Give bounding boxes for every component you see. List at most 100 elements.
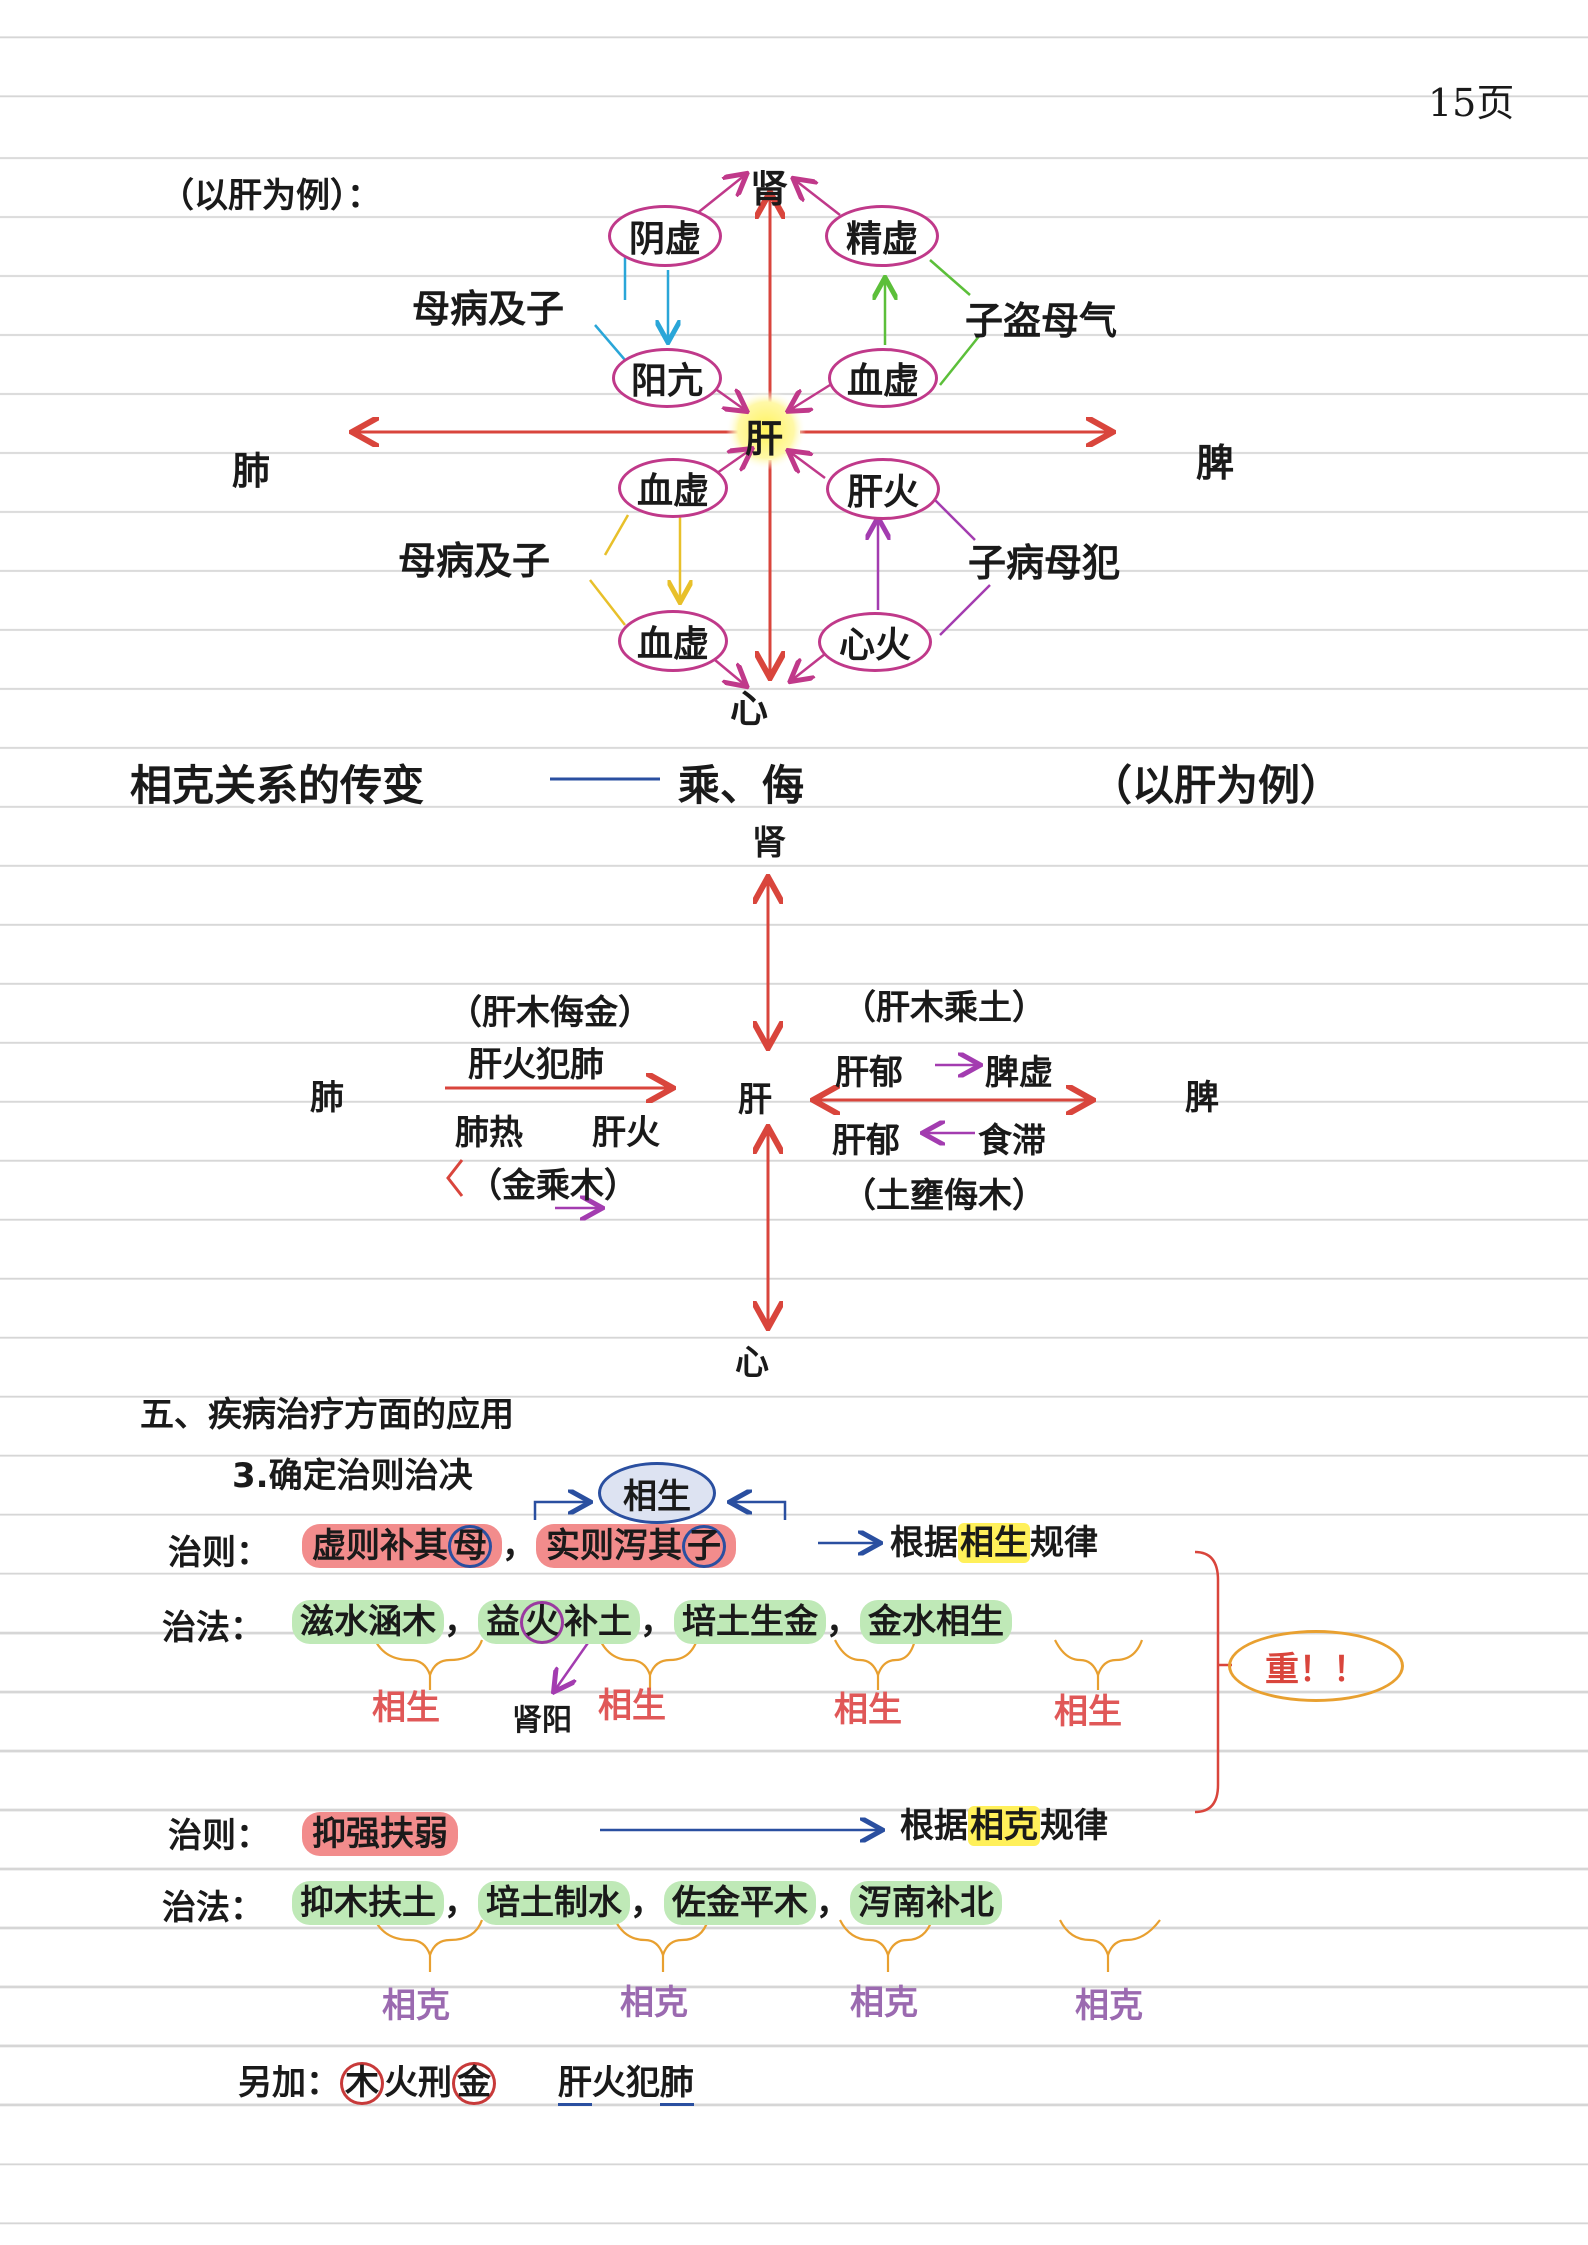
node-lung-2: 肺 [310, 1078, 344, 1118]
relation-sheng-4: 相生 [1054, 1692, 1122, 1732]
node-heart-1: 心 [730, 687, 769, 731]
left-liver-fire-lung: 肝火犯肺 [468, 1045, 604, 1085]
extra-label: 另加： [238, 2063, 340, 2103]
extra-mid: 火刑 [384, 2063, 452, 2103]
method-item: 金水相生 [860, 1600, 1012, 1644]
node-kidney-1: 肾 [750, 167, 789, 211]
section2-subtitle: 乘、侮 [678, 761, 805, 810]
comma: ， [502, 1526, 536, 1566]
relation-sheng-1: 相生 [372, 1688, 440, 1728]
node-essence-deficiency-label: 精虚 [845, 219, 918, 260]
rule-post: 规律 [1040, 1806, 1108, 1846]
method-item: 佐金平木 [664, 1881, 816, 1925]
principle1-rule: 根据相生规律 [890, 1515, 1098, 1564]
node-lung-1: 肺 [232, 449, 271, 493]
relation-sheng-2: 相生 [598, 1686, 666, 1726]
rule-pre: 根据 [890, 1523, 958, 1563]
left-lung-heat: 肺热 [455, 1113, 523, 1153]
right-wood-over-earth: （肝木乘土） [842, 988, 1046, 1028]
important-mark: 重！！ [1228, 1630, 1404, 1702]
relation-ke-3: 相克 [850, 1983, 918, 2023]
method-item: 益火补土 [478, 1600, 640, 1645]
circled-mother: 母 [448, 1525, 492, 1569]
principle1-content: 虚则补其母，实则泻其子 [302, 1518, 736, 1569]
section3-subheading: 3.确定治则治决 [232, 1456, 473, 1496]
relation-ke-1: 相克 [382, 1986, 450, 2026]
method-item-part: 补土 [564, 1602, 632, 1642]
node-essence-deficiency: 精虚 [825, 205, 939, 267]
node-heart-fire-label: 心火 [838, 625, 911, 666]
node-blood-deficiency-mid: 血虚 [618, 458, 728, 518]
node-spleen-2: 脾 [1185, 1078, 1219, 1118]
principle1-part2-text: 实则泻其 [546, 1526, 682, 1566]
node-blood-deficiency-mid-label: 血虚 [636, 471, 709, 512]
left-liver-fire: 肝火 [592, 1113, 660, 1153]
sep: ， [444, 1883, 478, 1923]
label-child-to-mother: 子病母犯 [968, 541, 1121, 585]
node-heart-2: 心 [735, 1343, 769, 1383]
label-child-steal-mother: 子盗母气 [965, 299, 1118, 343]
node-liver-fire-1: 肝火 [826, 458, 940, 520]
important-text: 重！！ [1265, 1649, 1367, 1690]
rule-highlight: 相生 [958, 1523, 1030, 1563]
page-number: 15页 [1428, 81, 1515, 125]
right-liver-stagnation-1: 肝郁 [835, 1053, 903, 1093]
circled-wood: 木 [340, 2062, 384, 2106]
underlined-liver: 肝 [557, 2063, 592, 2106]
right-earth-insult-wood: （土壅侮木） [842, 1176, 1046, 1216]
label-mother-to-child-2: 母病及子 [398, 539, 551, 583]
example-note-2: （以肝为例） [1090, 761, 1343, 810]
node-blood-deficiency-top: 血虚 [828, 348, 938, 408]
node-liver-1: 肝 [745, 417, 784, 461]
left-metal-over-wood: （金乘木） [468, 1166, 638, 1206]
method-item: 泻南补北 [850, 1881, 1002, 1925]
node-yin-deficiency-label: 阴虚 [628, 219, 701, 260]
circled-child: 子 [682, 1525, 726, 1569]
principle1-part1: 虚则补其母 [302, 1524, 502, 1569]
principle1-label: 治则： [168, 1533, 270, 1573]
principle1-part1-text: 虚则补其 [312, 1526, 448, 1566]
principle2-content: 抑强扶弱 [302, 1806, 458, 1856]
principle2-rule: 根据相克规律 [900, 1798, 1108, 1847]
node-liver-fire-1-label: 肝火 [846, 472, 919, 513]
sep: ， [816, 1883, 850, 1923]
principle2-label: 治则： [168, 1816, 270, 1856]
label-mother-to-child-1: 母病及子 [412, 287, 565, 331]
relation-ke-4: 相克 [1075, 1986, 1143, 2026]
method-item: 培土生金 [674, 1600, 826, 1644]
method-item-part: 益 [486, 1602, 520, 1642]
rule-post: 规律 [1030, 1523, 1098, 1563]
node-blood-deficiency-bottom: 血虚 [618, 610, 728, 672]
rule-highlight: 相克 [968, 1806, 1040, 1846]
section2-title: 相克关系的传变 [130, 761, 425, 810]
extra-line: 另加：木火刑金 肝火犯肺 [238, 2055, 694, 2106]
method2-label: 治法： [162, 1888, 264, 1928]
node-kidney-2: 肾 [752, 823, 786, 863]
relation-ke-2: 相克 [620, 1983, 688, 2023]
method-item: 滋水涵木 [292, 1600, 444, 1644]
section3-heading: 五、疾病治疗方面的应用 [140, 1395, 514, 1435]
bubble-label: 相生 [623, 1476, 691, 1517]
sep: ， [826, 1602, 860, 1642]
sep: ， [630, 1883, 664, 1923]
note-kidney-yang: 肾阳 [512, 1703, 572, 1738]
node-yang-hyperactive: 阳亢 [612, 348, 722, 408]
extra-mid2: 火犯 [591, 2063, 660, 2103]
right-spleen-deficiency: 脾虚 [985, 1053, 1053, 1093]
principle1-part2: 实则泻其子 [536, 1524, 736, 1569]
node-heart-fire: 心火 [818, 612, 932, 672]
node-yang-hyperactive-label: 阳亢 [630, 361, 703, 402]
method-item: 抑木扶土 [292, 1881, 444, 1925]
sep: ， [444, 1602, 478, 1642]
right-food-stagnation: 食滞 [978, 1121, 1046, 1161]
node-blood-deficiency-bottom-label: 血虚 [636, 624, 709, 665]
node-spleen-1: 脾 [1196, 441, 1235, 485]
sep: ， [640, 1602, 674, 1642]
method-item: 培土制水 [478, 1881, 630, 1925]
circled-fire: 火 [520, 1601, 564, 1645]
example-note-1: （以肝为例）： [160, 176, 381, 216]
circled-metal: 金 [452, 2062, 496, 2106]
principle2-text: 抑强扶弱 [302, 1812, 458, 1856]
